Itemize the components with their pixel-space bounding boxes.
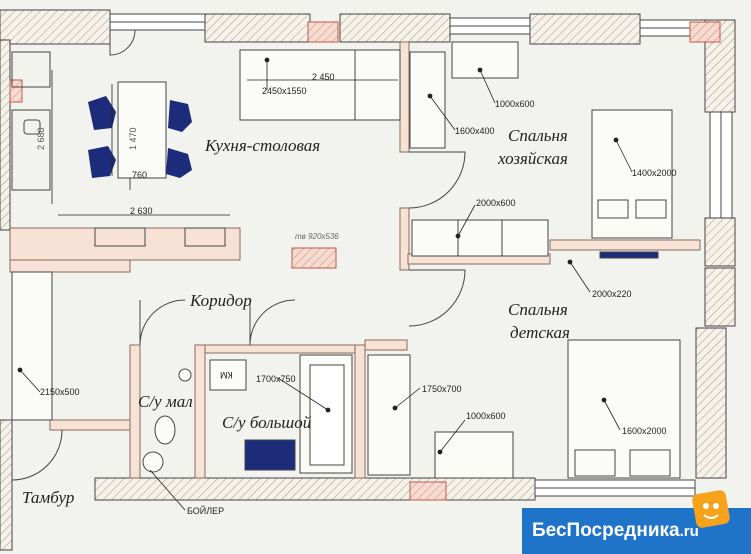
dim-wardrobe-hall: 2000x600 (476, 198, 516, 208)
kids-bedroom-furniture (367, 339, 681, 479)
room-wc-small: С/у мал (138, 392, 193, 411)
dim-kids-desk: 1000x600 (466, 411, 506, 421)
kitchen-furniture (11, 51, 226, 247)
dim-kitchen-depth: 2 680 (36, 127, 46, 150)
room-master-bedroom-line2: хозяйская (498, 149, 568, 168)
dim-table-width: 760 (132, 170, 148, 180)
room-master-bedroom-line1: Спальня (508, 126, 568, 145)
dim-master-desk: 1000x600 (495, 99, 535, 109)
label-boiler: БОЙЛЕР (187, 506, 225, 516)
dim-wardrobe-kitchen: 1600x400 (455, 126, 495, 136)
room-kitchen: Кухня-столовая (205, 136, 321, 155)
bathroom-fixtures (142, 354, 353, 474)
dining-chairs (88, 96, 192, 178)
dim-kitchen-length: 2 630 (130, 206, 153, 216)
dim-vestibule-wardrobe: 2150x500 (40, 387, 80, 397)
sofa (239, 49, 401, 121)
room-kids-bedroom-line1: Спальня (508, 300, 568, 319)
interior-walls (9, 41, 701, 479)
master-bedroom-furniture (409, 41, 673, 259)
label-washer: КМ (220, 370, 233, 380)
dim-kids-bed: 1600x2000 (622, 426, 667, 436)
dim-kids-wardrobe-2: 1750x700 (422, 384, 462, 394)
dim-sofa-size: 2450x1550 (262, 86, 307, 96)
brand-mascot-icon (692, 490, 730, 528)
room-vestibule: Тамбур (22, 488, 75, 507)
dim-master-bed: 1400x2000 (632, 168, 677, 178)
windows (109, 13, 733, 497)
columns (9, 21, 721, 501)
brand-suffix: .ru (679, 522, 699, 540)
room-wc-big: С/у большой (222, 413, 312, 432)
room-kids-bedroom-line2: детская (510, 323, 570, 342)
dim-table-length: 1 470 (128, 127, 138, 150)
room-corridor: Коридор (190, 291, 252, 310)
dim-tv-note: тв 920x536 (295, 232, 339, 241)
doors (11, 29, 466, 481)
brand-name: БесПосредника (532, 520, 680, 541)
dim-bath: 1700x750 (256, 374, 296, 384)
dim-kids-wardrobe: 2000x220 (592, 289, 632, 299)
leader-lines (17, 57, 633, 511)
dim-sofa-width: 2 450 (312, 72, 335, 82)
vestibule-furniture (11, 271, 53, 421)
